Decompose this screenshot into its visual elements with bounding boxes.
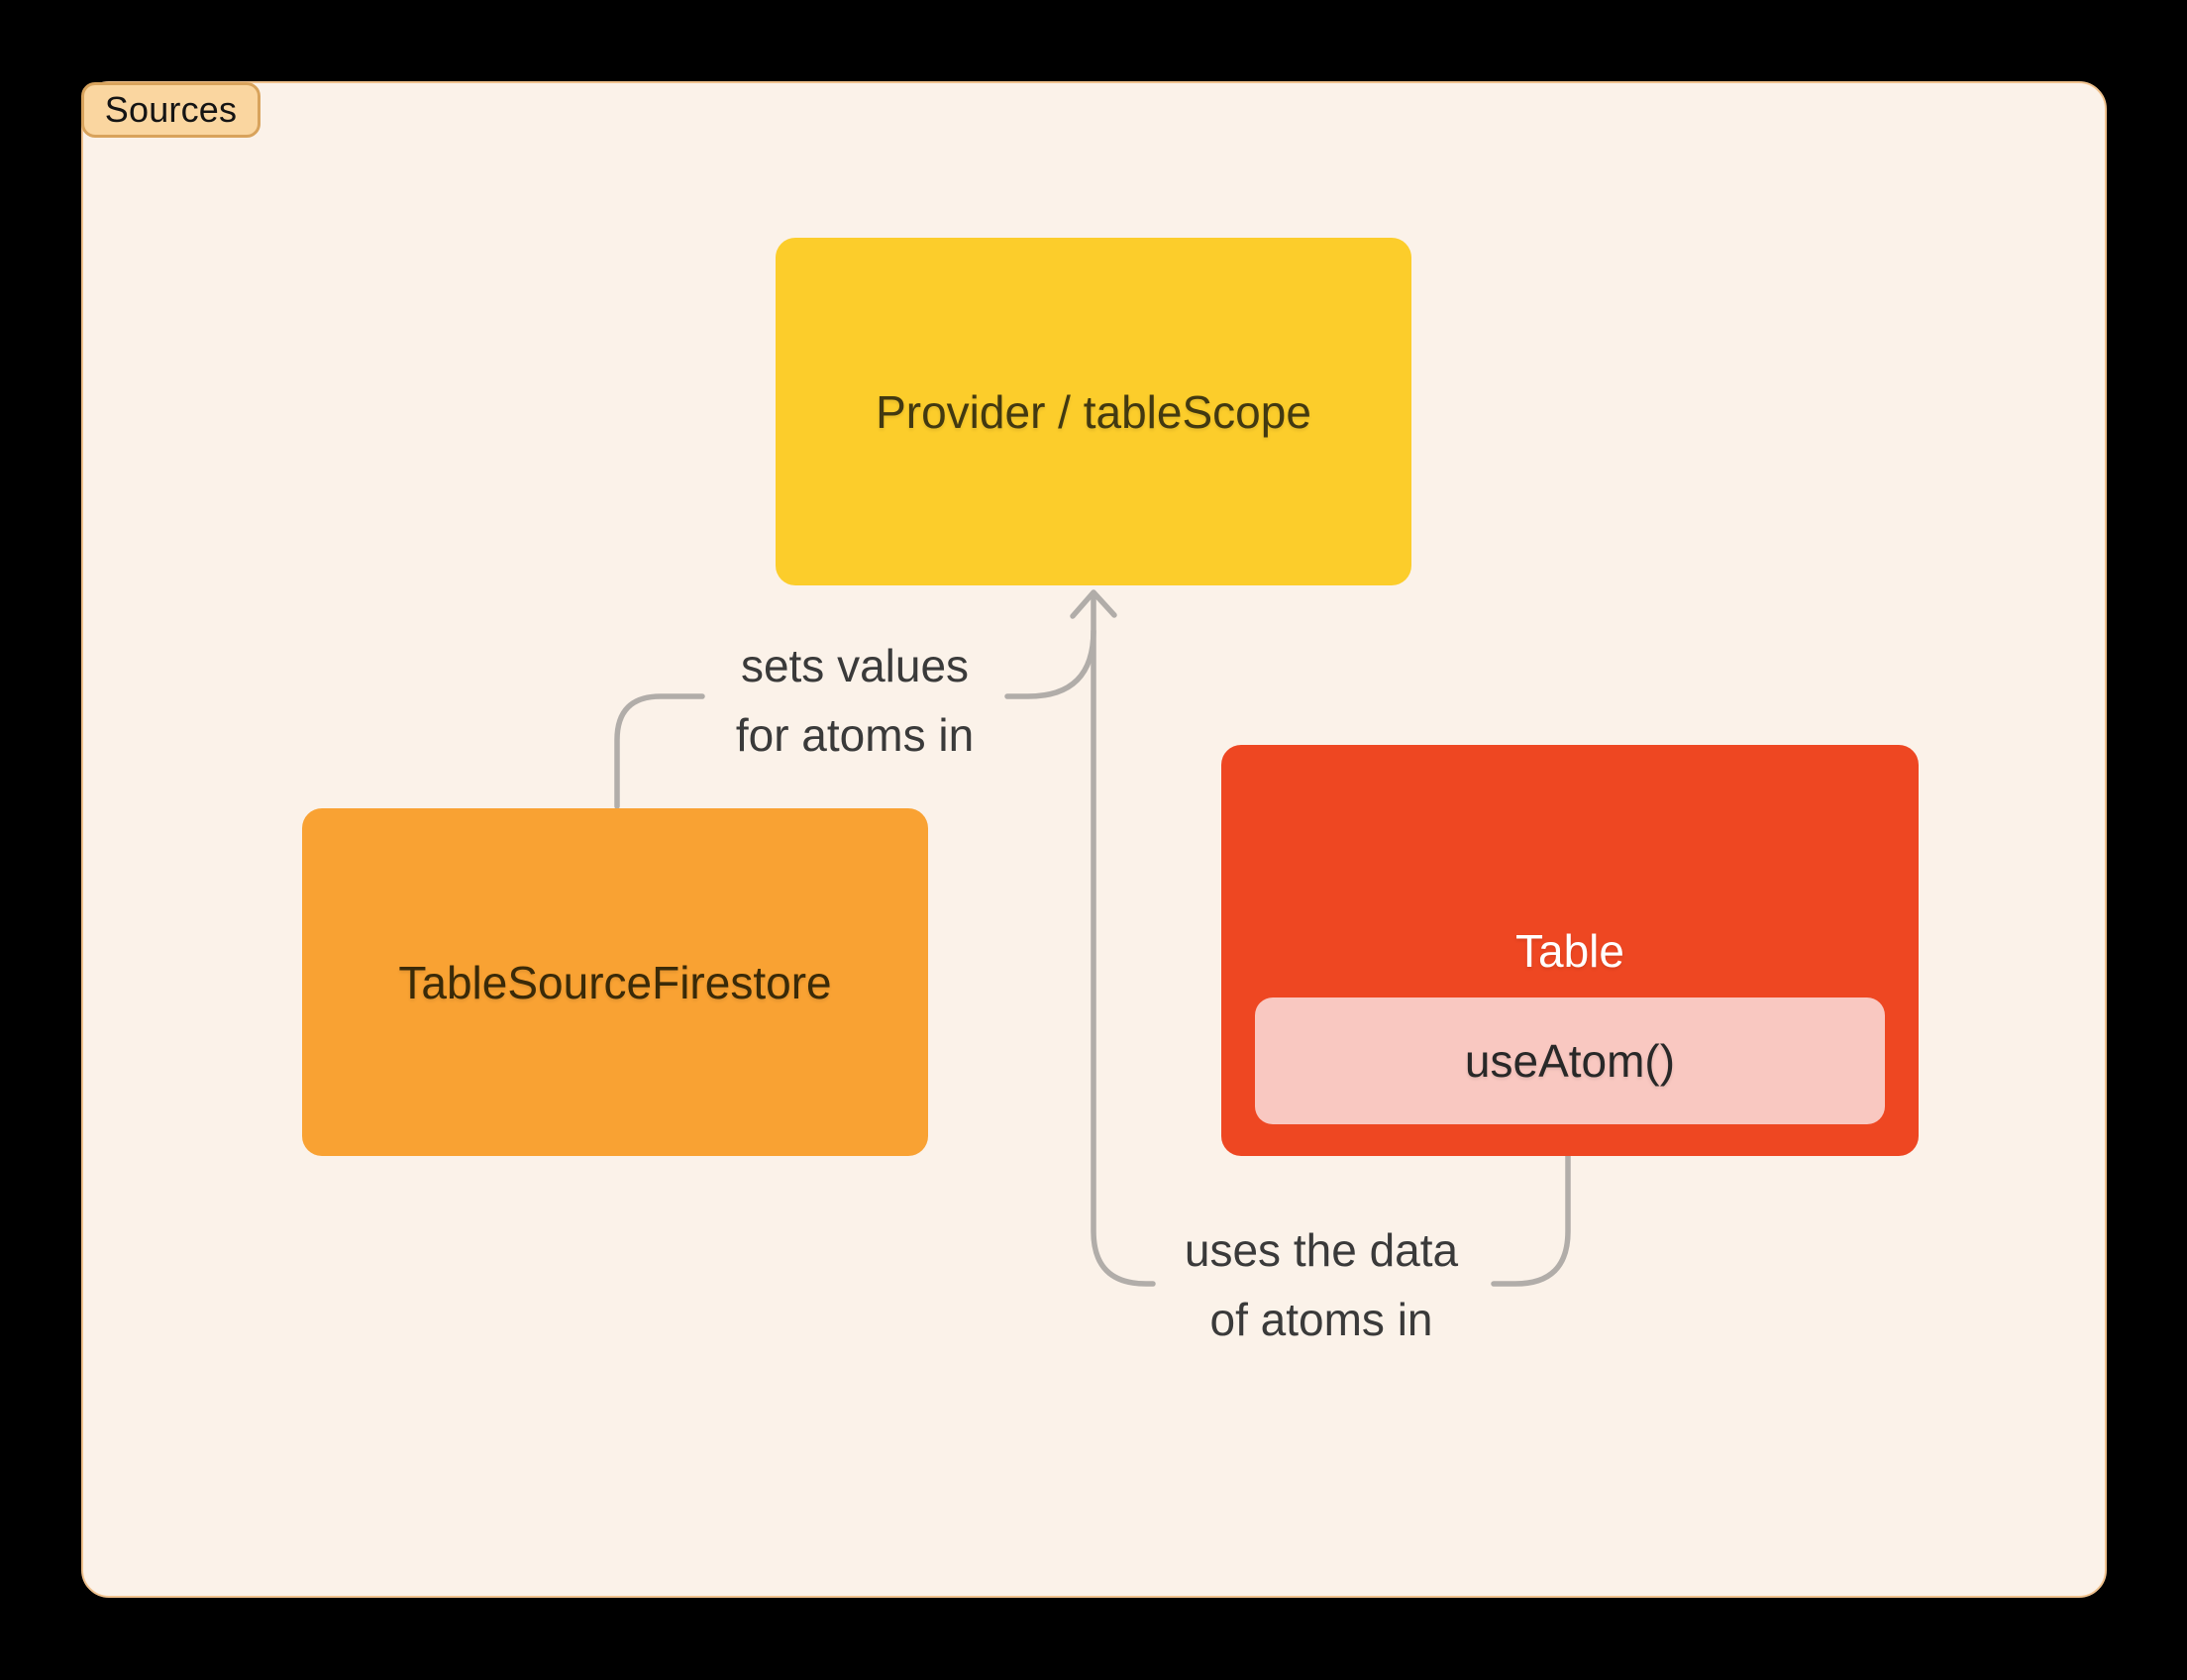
node-provider-label: Provider / tableScope — [876, 385, 1311, 438]
node-provider-tablescope[interactable]: Provider / tableScope — [776, 238, 1411, 585]
node-use-atom-label: useAtom() — [1464, 1035, 1676, 1087]
edge-sets-values-left-segment — [614, 693, 705, 809]
edge-label-uses-data-line2: of atoms in — [1209, 1294, 1433, 1345]
node-table-source-label: TableSourceFirestore — [398, 956, 832, 1008]
node-table[interactable]: Table useAtom() — [1221, 745, 1919, 1156]
edge-main-shaft — [1091, 591, 1156, 1287]
edge-label-uses-data-line1: uses the data — [1184, 1224, 1459, 1276]
node-use-atom[interactable]: useAtom() — [1255, 998, 1885, 1124]
sources-badge-label: Sources — [104, 89, 238, 130]
edge-label-sets-values-line2: for atoms in — [735, 709, 975, 761]
sources-badge[interactable]: Sources — [81, 82, 260, 138]
edge-use-atom-segment — [1491, 1122, 1571, 1287]
edge-label-uses-data: uses the data of atoms in — [1123, 1215, 1519, 1354]
node-table-label: Table — [1515, 925, 1624, 977]
edge-label-sets-values-line1: sets values — [740, 640, 970, 691]
edge-label-sets-values: sets values for atoms in — [657, 631, 1053, 770]
arrowhead-up-icon — [1070, 589, 1117, 619]
node-table-source-firestore[interactable]: TableSourceFirestore — [302, 808, 928, 1156]
